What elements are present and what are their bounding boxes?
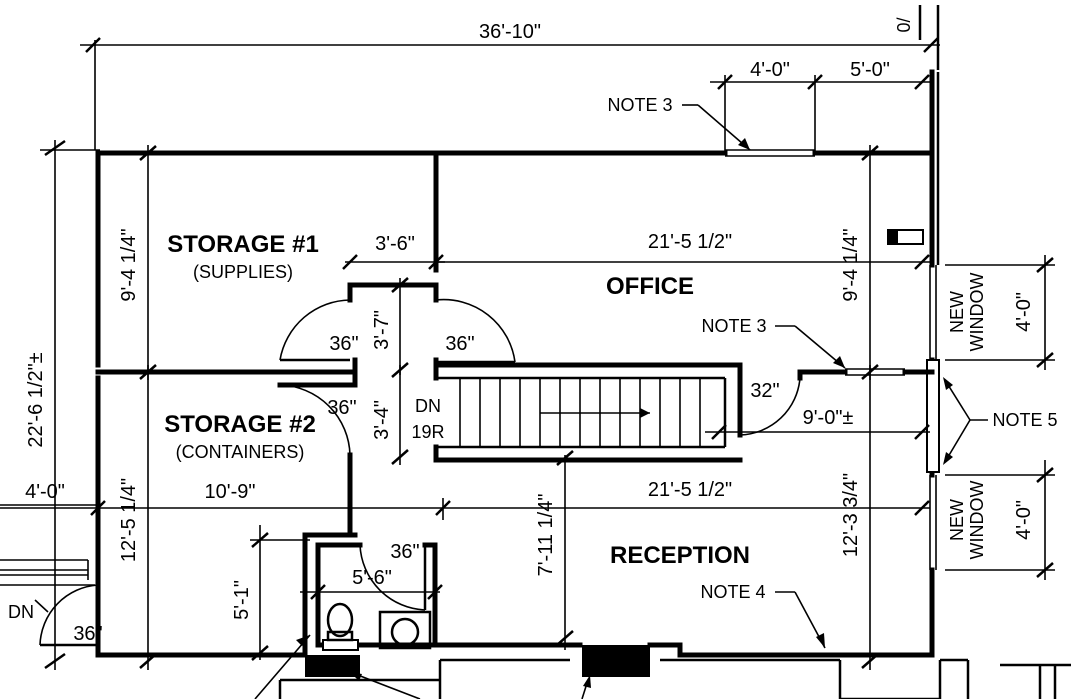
svg-text:9'-4 1/4": 9'-4 1/4": [840, 228, 862, 301]
note4: NOTE 4: [700, 582, 826, 649]
svg-text:4'-0": 4'-0": [1013, 292, 1035, 332]
reception-title: RECEPTION: [610, 542, 750, 569]
toilet-fixture: [322, 602, 359, 651]
storage2-height-dim: 12'-5 1/4": [118, 365, 157, 670]
svg-text:12'-5 1/4": 12'-5 1/4": [118, 478, 140, 562]
overall-width-label: 36'-10": [479, 21, 541, 43]
lower-width-dim: 10'-9" 4'-0" 21'-5 1/2": [0, 479, 930, 520]
storage1-title: STORAGE #1: [167, 231, 319, 258]
door-32: 32": [750, 380, 779, 402]
storage1-height-dim: 9'-4 1/4": [118, 145, 157, 380]
stair-treads: DN 19R: [411, 378, 701, 447]
storage1-subtitle: (SUPPLIES): [193, 262, 293, 282]
new-window-1-line1: NEW: [947, 291, 967, 333]
svg-text:NOTE 4: NOTE 4: [700, 582, 765, 602]
top-5-0-label: 5'-0": [850, 59, 890, 81]
svg-text:21'-5 1/2": 21'-5 1/2": [648, 479, 732, 501]
svg-text:21'-5 1/2": 21'-5 1/2": [648, 231, 732, 253]
note5: NOTE 5: [943, 377, 1058, 465]
new-window-1-line2: WINDOW: [967, 273, 987, 352]
door-36-storage2: 36": [327, 397, 356, 419]
svg-text:5'-6": 5'-6": [352, 567, 392, 589]
window1-dim: 4'-0" NEW WINDOW: [945, 255, 1055, 370]
svg-text:9'-0"±: 9'-0"±: [803, 407, 854, 429]
svg-text:3'-7": 3'-7": [371, 310, 393, 350]
doors: [279, 298, 801, 611]
stair-dn-label: DN: [415, 396, 441, 416]
bottom-leaders: [254, 634, 591, 699]
reception-height-dim: 12'-3 3/4": [840, 365, 879, 670]
top-right-corner-detail: 0/: [894, 5, 940, 70]
svg-text:5'-1": 5'-1": [231, 580, 253, 620]
small-vent: [887, 229, 924, 245]
svg-text:NOTE 3: NOTE 3: [607, 95, 672, 115]
svg-text:0/: 0/: [894, 17, 914, 32]
svg-text:9'-4 1/4": 9'-4 1/4": [118, 228, 140, 301]
door-36-storage1: 36": [329, 333, 358, 355]
door-36-bath: 36": [390, 541, 419, 563]
door-36-office: 36": [445, 333, 474, 355]
office-height-dim: 9'-4 1/4": [840, 145, 879, 380]
overall-width-dimension: 36'-10": [80, 21, 940, 150]
bath-width-dim: 5'-6": [300, 567, 443, 600]
wall-block-left: [305, 655, 360, 677]
svg-text:4'-0": 4'-0": [25, 481, 65, 503]
svg-text:NOTE 3: NOTE 3: [701, 316, 766, 336]
wall-block-center: [582, 645, 650, 677]
overall-height-dimension: 22'-6 1/2"±: [25, 139, 100, 670]
svg-text:3'-4": 3'-4": [371, 400, 393, 440]
door-36-exterior: 36": [73, 623, 102, 645]
window2-dim: 4'-0" NEW WINDOW: [945, 460, 1055, 580]
overall-height-label: 22'-6 1/2"±: [25, 352, 47, 447]
storage2-title: STORAGE #2: [164, 411, 316, 438]
office-title: OFFICE: [606, 273, 694, 300]
dn-label-left: DN: [8, 602, 34, 622]
note3-middle: NOTE 3: [701, 316, 846, 369]
top-window-dimensions: 4'-0" 5'-0": [710, 59, 930, 155]
dim-9-0: 9'-0"±: [705, 407, 930, 440]
office-width-dim: 21'-5 1/2": [436, 231, 930, 270]
new-window-2-line1: NEW: [947, 499, 967, 541]
stair-height-dim: 7'-11 1/4": [535, 450, 574, 650]
svg-text:4'-0": 4'-0": [1013, 500, 1035, 540]
svg-text:3'-6": 3'-6": [375, 233, 415, 255]
svg-text:NOTE 5: NOTE 5: [992, 410, 1057, 430]
new-window-2-line2: WINDOW: [967, 481, 987, 560]
hall-3-7-dim: 3'-7": [371, 277, 409, 378]
stair-risers-label: 19R: [411, 422, 444, 442]
svg-text:7'-11 1/4": 7'-11 1/4": [535, 494, 557, 577]
lower-outline: [278, 658, 1071, 699]
storage2-subtitle: (CONTAINERS): [176, 442, 305, 462]
top-4-0-label: 4'-0": [750, 59, 790, 81]
walls: [95, 69, 940, 677]
exterior-left-stair: DN: [0, 504, 99, 647]
svg-text:10'-9": 10'-9": [205, 481, 256, 503]
hall-3-4-dim: 3'-4": [371, 365, 409, 465]
closet-width-dim: 3'-6": [342, 233, 445, 270]
bath-height-dim: 5'-1": [231, 525, 310, 661]
sink-fixture: [378, 610, 432, 650]
note3-top: NOTE 3: [607, 95, 751, 151]
svg-text:12'-3 3/4": 12'-3 3/4": [840, 473, 862, 557]
